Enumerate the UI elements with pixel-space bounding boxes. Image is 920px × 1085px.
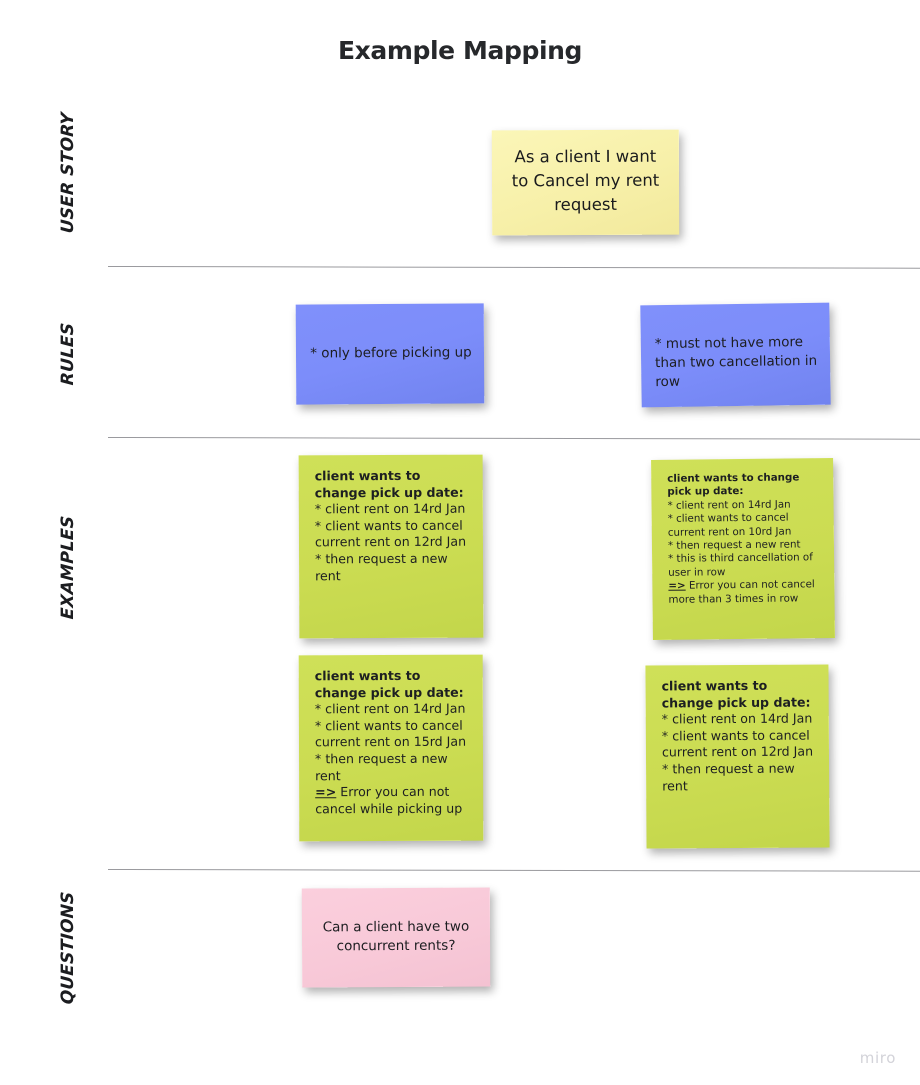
example-2-line-2: * client wants to cancel current rent on…: [667, 511, 792, 539]
page-title: Example Mapping: [337, 36, 583, 65]
example-2-header: client wants to change pick up date:: [667, 471, 800, 499]
example-3-line-1: * client rent on 14rd Jan: [314, 700, 466, 717]
miro-watermark: miro: [859, 1049, 896, 1067]
row-label-user-story: USER STORY: [58, 111, 78, 234]
example-2-result: => Error you can not cancel more than 3 …: [668, 578, 824, 606]
example-1-header: client wants to change pick up date:: [314, 467, 464, 500]
sticky-note-example-1[interactable]: client wants to change pick up date: * c…: [298, 454, 484, 639]
example-1-line-3: * then request a new rent: [315, 550, 448, 583]
row-label-examples: EXAMPLES: [58, 515, 78, 620]
example-3-body: client wants to change pick up date: * c…: [315, 668, 474, 818]
row-label-rules: RULES: [58, 322, 78, 386]
example-4-body: client wants to change pick up date: * c…: [662, 678, 820, 795]
example-1-body: client wants to change pick up date: * c…: [315, 468, 474, 585]
row-label-questions: QUESTIONS: [58, 890, 78, 1005]
sticky-note-rule-2[interactable]: * must not have more than two cancellati…: [640, 302, 831, 408]
example-2-result-text: Error you can not cancel more than 3 tim…: [668, 578, 815, 606]
example-3-result-text: Error you can not cancel while picking u…: [315, 783, 463, 817]
question-1-text: Can a client have two concurrent rents?: [322, 918, 470, 955]
example-4-line-3: * then request a new rent: [662, 760, 795, 794]
sticky-note-example-3[interactable]: client wants to change pick up date: * c…: [298, 654, 484, 842]
user-story-text: As a client I want to Cancel my rent req…: [511, 146, 660, 215]
sticky-note-user-story[interactable]: As a client I want to Cancel my rent req…: [491, 129, 680, 236]
example-1-line-1: * client rent on 14rd Jan: [314, 500, 466, 517]
row-divider-user-story: [107, 266, 920, 269]
sticky-note-question-1[interactable]: Can a client have two concurrent rents?: [301, 887, 491, 988]
sticky-note-example-2[interactable]: client wants to change pick up date: * c…: [651, 458, 835, 640]
example-3-header: client wants to change pick up date:: [314, 667, 464, 700]
example-4-header: client wants to change pick up date:: [661, 677, 811, 711]
example-2-result-arrow: =>: [668, 579, 686, 593]
sticky-note-rule-1[interactable]: * only before picking up: [295, 303, 485, 405]
example-4-line-1: * client rent on 14rd Jan: [661, 710, 813, 727]
sticky-note-example-4[interactable]: client wants to change pick up date: * c…: [645, 664, 830, 849]
example-3-result-arrow: =>: [315, 784, 337, 800]
example-3-result: => Error you can not cancel while pickin…: [315, 784, 473, 818]
row-divider-rules: [107, 437, 920, 440]
rule-2-text: * must not have more than two cancellati…: [654, 334, 818, 391]
example-2-line-4: * this is third cancellation of user in …: [668, 551, 813, 579]
example-3-line-2: * client wants to cancel current rent on…: [314, 717, 467, 750]
rule-1-text: * only before picking up: [310, 344, 472, 362]
example-3-line-3: * then request a new rent: [315, 750, 448, 783]
row-divider-examples: [107, 869, 920, 872]
example-1-line-2: * client wants to cancel current rent on…: [314, 517, 467, 550]
example-4-line-2: * client wants to cancel current rent on…: [661, 727, 814, 760]
example-2-body: client wants to change pick up date: * c…: [667, 471, 824, 607]
